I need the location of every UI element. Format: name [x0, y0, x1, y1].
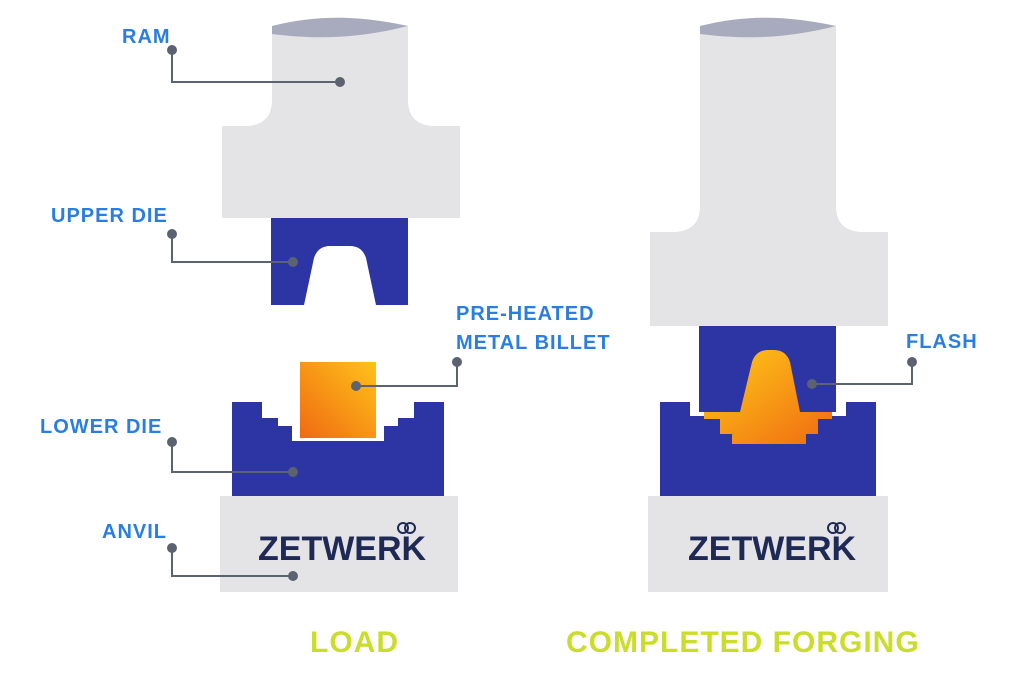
logo-mark-icon-right: [827, 522, 846, 534]
logo-right: ZETWERK: [688, 530, 857, 568]
forged-part: [704, 350, 832, 444]
leader-upper-die: [167, 229, 298, 267]
leader-flash: [807, 357, 917, 389]
ram-left: [222, 17, 460, 218]
leader-ram: [167, 45, 345, 87]
ram-right: [650, 17, 888, 326]
label-billet-line1: PRE-HEATED: [456, 303, 595, 325]
leader-billet: [351, 357, 462, 391]
label-lower-die: LOWER DIE: [40, 416, 162, 438]
leader-lower-die: [167, 437, 298, 477]
label-ram: RAM: [122, 26, 171, 48]
anvil-right: [648, 496, 888, 592]
ram-top-right: [700, 17, 836, 38]
label-flash: FLASH: [906, 331, 978, 353]
label-anvil: ANVIL: [102, 521, 167, 543]
leader-anvil: [167, 543, 298, 581]
caption-completed-forging: COMPLETED FORGING: [566, 626, 920, 659]
logo-mark-icon-left: [397, 522, 416, 534]
ram-top-left: [272, 17, 408, 38]
label-billet-line2: METAL BILLET: [456, 332, 611, 354]
upper-die-left: [271, 218, 408, 305]
lower-die-right: [660, 402, 876, 496]
logo-left: ZETWERK: [258, 530, 427, 568]
label-upper-die: UPPER DIE: [51, 205, 168, 227]
billet: [300, 362, 376, 438]
caption-load: LOAD: [310, 626, 399, 659]
